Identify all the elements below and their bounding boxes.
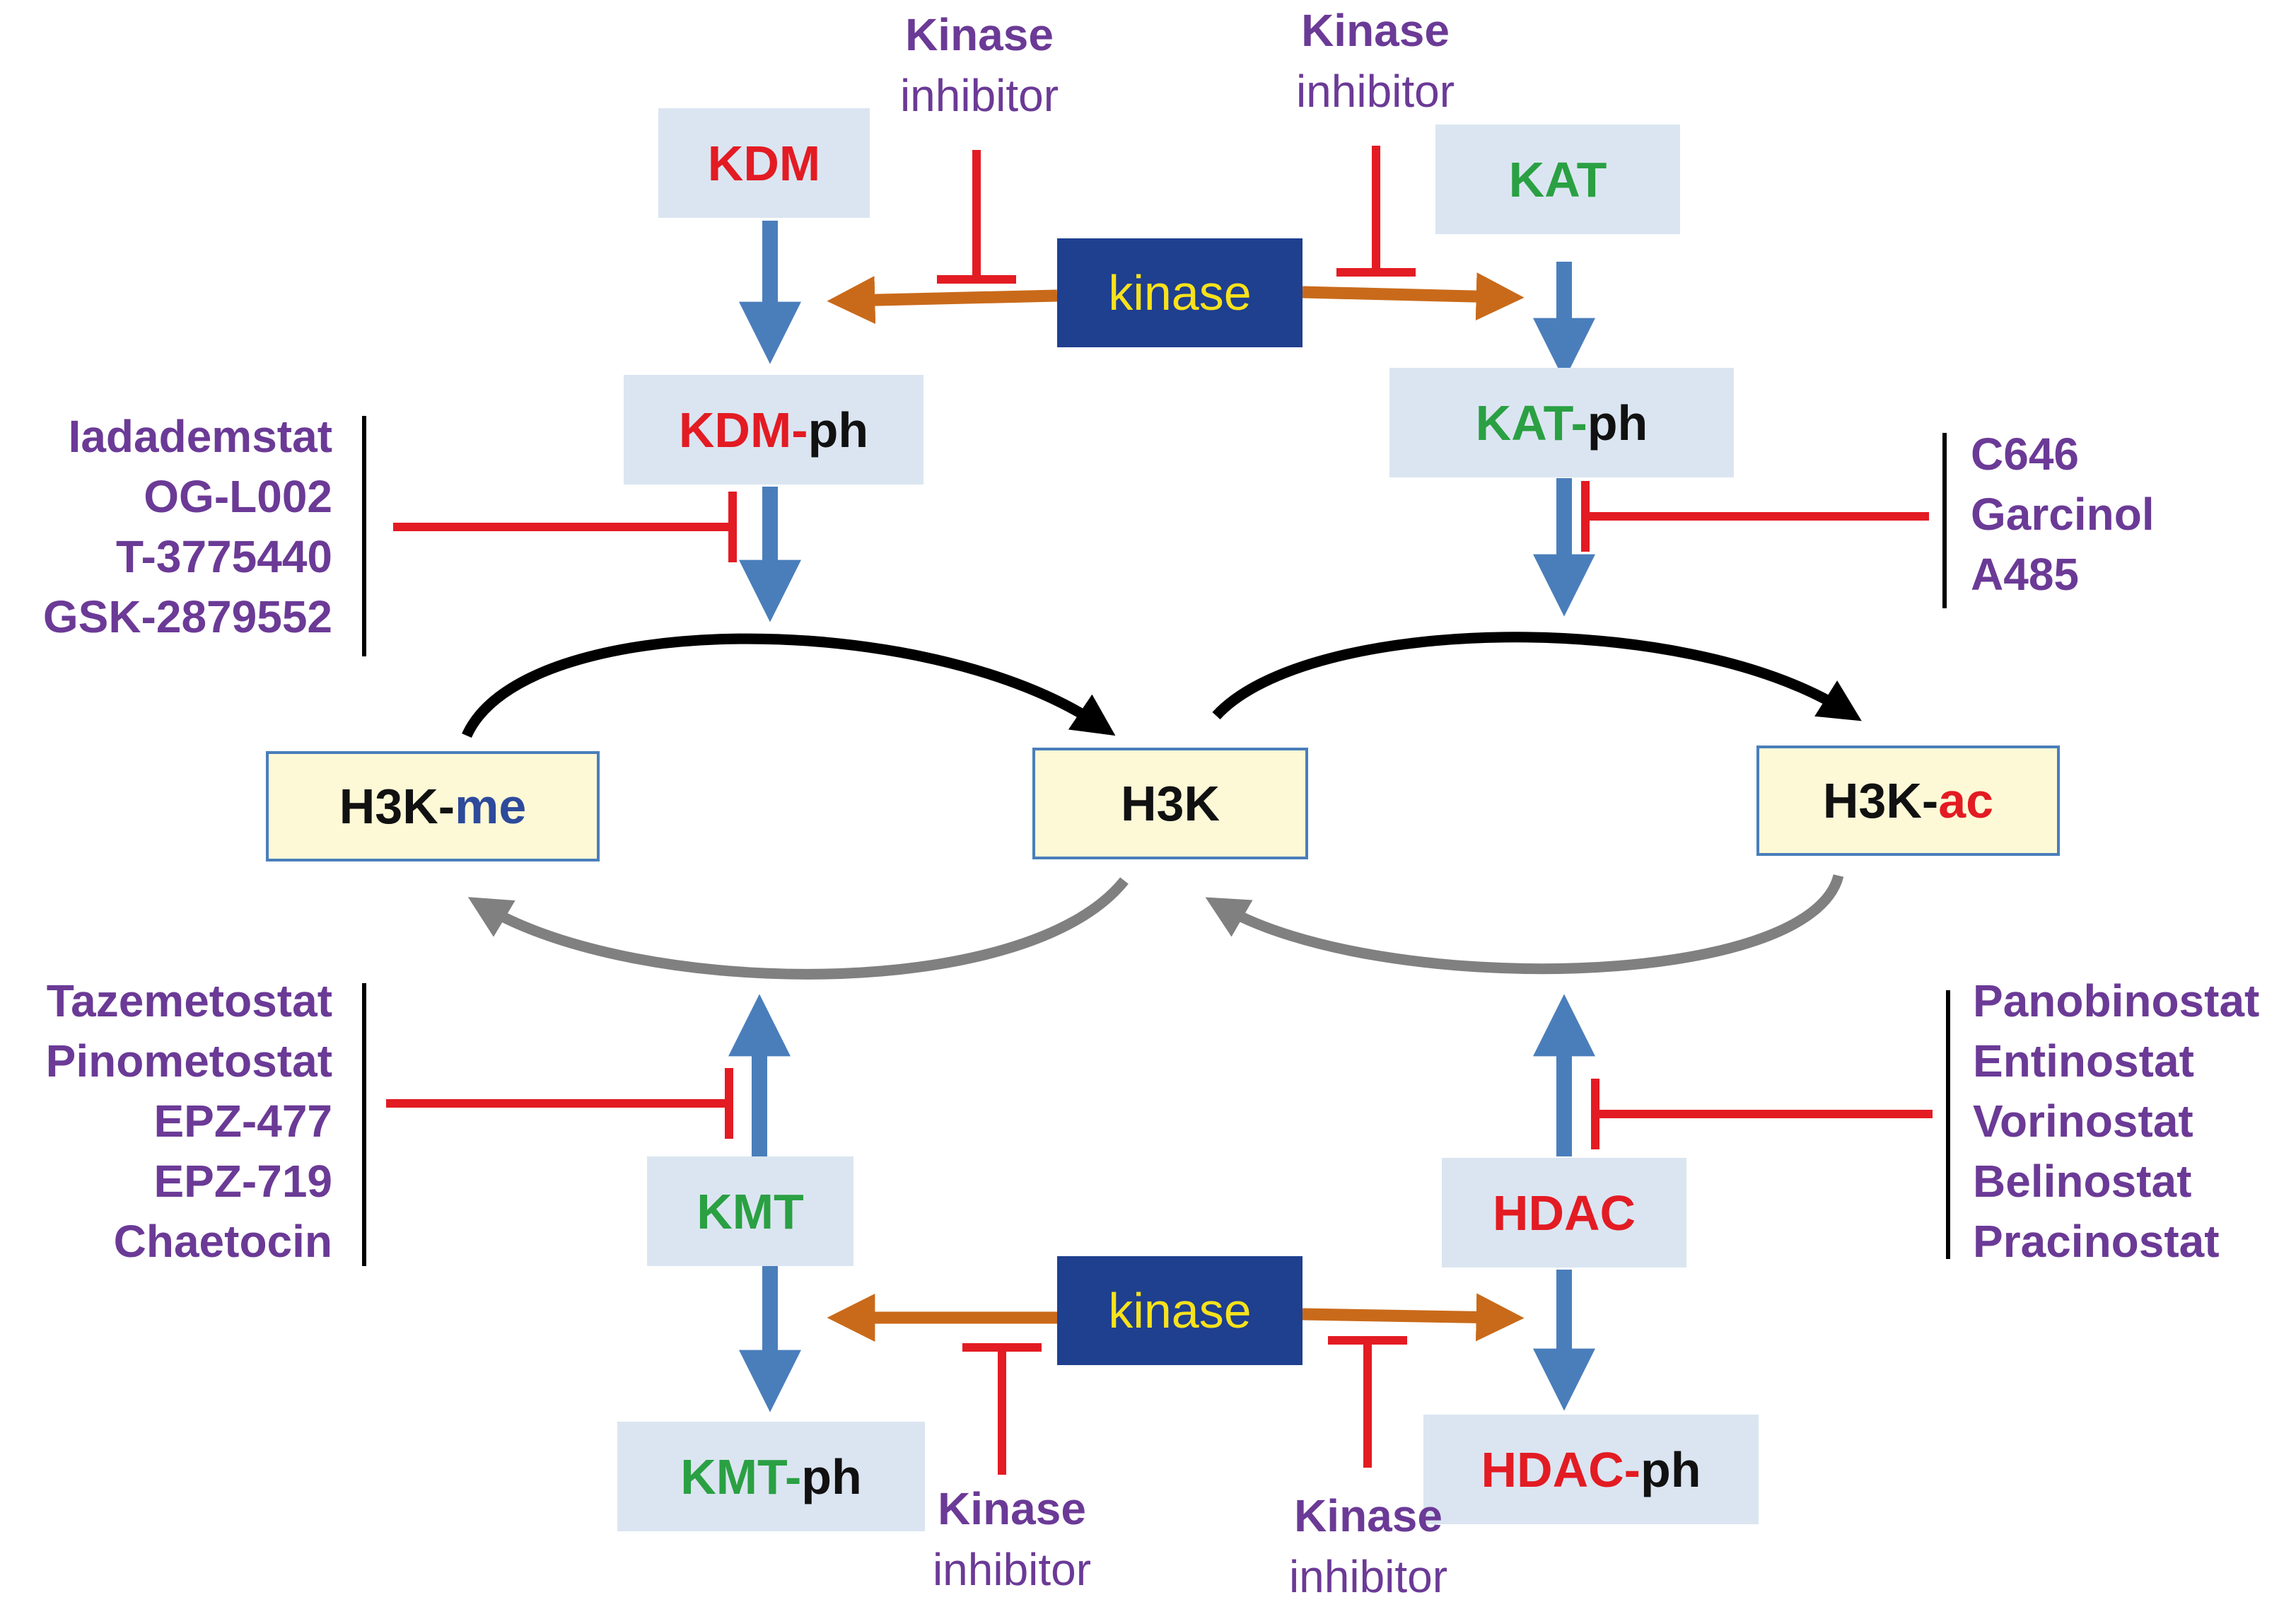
drug-name: Chaetocin [113,1216,332,1267]
drug-name: Entinostat [1973,1035,2194,1086]
hdac-ph-suffix-label: ph [1641,1441,1701,1497]
drug-name: Iadademstat [68,411,332,462]
hdac-node: HDAC [1442,1158,1686,1267]
drug-name: Pracinostat [1973,1216,2220,1267]
kdm-ph-suffix-label: ph [808,402,869,458]
kdm-label: KDM [707,135,821,191]
kdm-list-bracket [362,416,366,656]
kinase-inhibitor-line2: inhibitor [932,1544,1092,1595]
kmt-inhibitor-list: Tazemetostat Pinometostat EPZ-477 EPZ-71… [0,971,332,1272]
kinase-top-to-kat-arrow [1302,272,1525,321]
h3k-ac-node: H3K-ac [1756,746,2060,856]
deacetylation-arc [1205,874,1844,975]
kinase-inhibitor-bottom-left-tbar [962,1343,1042,1475]
kinase-top-label: kinase [1108,265,1252,320]
hdac-list-bracket [1946,990,1950,1259]
kdm-ph-node: KDM-ph [624,375,923,485]
kinase-inhibitor-line1: Kinase [905,9,1054,60]
kmt-label: KMT [697,1183,804,1239]
h3k-me-node: H3K-me [266,751,600,861]
h3k-me-prefix-label: H3K- [339,779,455,834]
kat-list-bracket [1942,433,1947,608]
h3k-ac-prefix-label: H3K- [1822,773,1939,828]
kmt-ph-enzyme-label: KMT- [680,1449,802,1504]
kat-drugs-tbar [1581,481,1929,552]
kat-ph-node: KAT-ph [1389,368,1734,477]
kinase-bottom-label: kinase [1108,1283,1252,1338]
kinase-inhibitor-label-bottom-right: Kinase inhibitor [1252,1485,1485,1607]
h3k-me-mark-label: me [455,779,527,834]
drug-name: Vorinostat [1973,1096,2193,1147]
kinase-inhibitor-line2: inhibitor [1295,66,1455,117]
kinase-top-to-kdm-arrow [827,276,1058,325]
drug-name: Belinostat [1973,1156,2192,1207]
kmt-drugs-tbar [386,1068,733,1139]
drug-name: A485 [1971,549,2079,600]
kinase-bottom-to-hdac-arrow [1302,1293,1525,1342]
kinase-top-node: kinase [1057,238,1303,347]
kdm-drugs-tbar [393,492,737,562]
kinase-inhibitor-label-top-right: Kinase inhibitor [1259,0,1492,122]
kinase-inhibitor-bottom-right-tbar [1328,1336,1407,1468]
methylation-arc [467,877,1129,980]
kmt-node: KMT [647,1156,853,1266]
kinase-inhibitor-line2: inhibitor [1288,1551,1448,1602]
drug-name: T-3775440 [115,531,332,582]
drug-name: GSK-2879552 [42,591,332,642]
drug-name: Garcinol [1971,489,2155,540]
kat-ph-suffix-label: ph [1587,395,1648,451]
drug-name: OG-L002 [144,471,332,522]
kat-ph-enzyme-label: KAT- [1475,395,1587,451]
kmt-ph-node: KMT-ph [617,1422,925,1531]
kinase-inhibitor-label-bottom-left: Kinase inhibitor [895,1478,1129,1600]
drug-name: EPZ-719 [153,1156,332,1207]
drug-name: Panobinostat [1973,975,2260,1026]
kinase-inhibitor-line1: Kinase [1294,1490,1443,1541]
kdm-ph-enzyme-label: KDM- [678,402,808,458]
kat-node: KAT [1435,124,1680,234]
demethylation-arc [462,633,1116,738]
h3k-node: H3K [1032,748,1308,859]
kmt-ph-suffix-label: ph [801,1449,862,1504]
kinase-inhibitor-top-left-tbar [937,150,1016,284]
kinase-inhibitor-label-top-left: Kinase inhibitor [863,4,1096,126]
kmt-list-bracket [362,983,366,1266]
h3k-label: H3K [1120,776,1220,831]
kinase-inhibitor-line1: Kinase [938,1483,1086,1534]
kinase-inhibitor-line1: Kinase [1301,5,1450,56]
hdac-inhibitor-list: Panobinostat Entinostat Vorinostat Belin… [1973,971,2295,1272]
kat-inhibitor-list: C646 Garcinol A485 [1971,424,2296,605]
kat-label: KAT [1508,151,1607,207]
drug-name: EPZ-477 [153,1096,332,1147]
hdac-ph-enzyme-label: HDAC- [1481,1441,1641,1497]
h3k-ac-mark-label: ac [1938,773,1994,828]
drug-name: Tazemetostat [46,975,332,1026]
hdac-label: HDAC [1492,1185,1636,1241]
kinase-inhibitor-top-right-tbar [1336,146,1416,277]
kinase-bottom-node: kinase [1057,1256,1303,1365]
kdm-node: KDM [658,108,870,218]
hdac-ph-node: HDAC-ph [1423,1415,1759,1524]
acetylation-arc [1212,632,1862,721]
hdac-drugs-tbar [1591,1079,1933,1149]
kinase-inhibitor-line2: inhibitor [899,70,1059,121]
drug-name: Pinometostat [45,1035,332,1086]
drug-name: C646 [1971,429,2079,480]
kdm-inhibitor-list: Iadademstat OG-L002 T-3775440 GSK-287955… [0,407,332,647]
